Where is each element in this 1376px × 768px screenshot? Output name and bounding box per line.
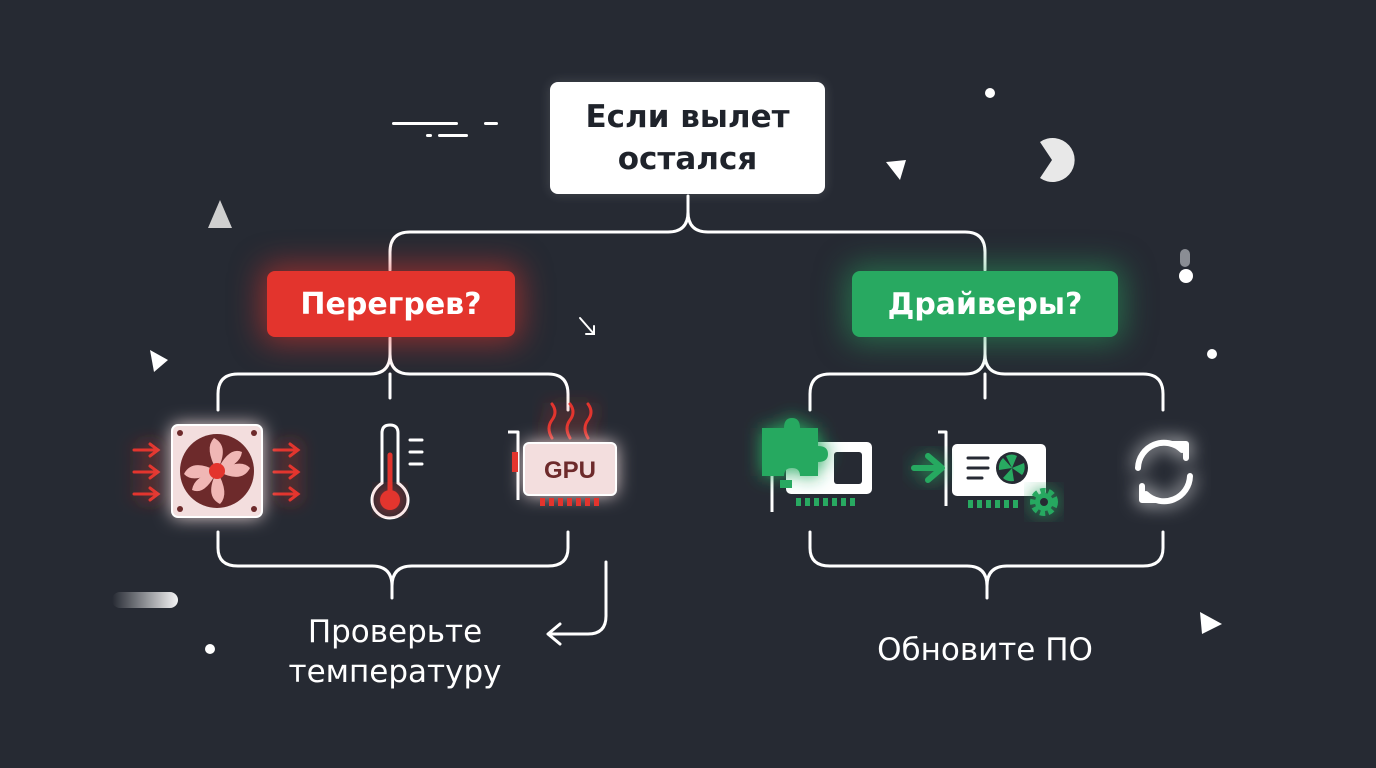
puzzle-card-icon bbox=[762, 418, 872, 512]
drivers-tag: Драйверы? bbox=[852, 271, 1118, 337]
gpu-card-icon: GPU bbox=[508, 402, 617, 506]
refresh-icon bbox=[1135, 439, 1193, 505]
connector-lines bbox=[216, 194, 1165, 600]
return-arrow bbox=[546, 560, 608, 646]
thermometer-icon bbox=[370, 423, 424, 520]
drivers-label: Драйверы? bbox=[887, 286, 1083, 322]
driver-install-icon bbox=[911, 430, 1058, 516]
cooling-fan-icon bbox=[132, 424, 301, 518]
gear-icon bbox=[1030, 488, 1058, 516]
root-question-label: Если вылет остался bbox=[585, 99, 790, 177]
overheat-label: Перегрев? bbox=[300, 286, 482, 322]
check-temperature-result: Проверьте температуру bbox=[288, 614, 502, 690]
overheat-tag: Перегрев? bbox=[267, 271, 515, 337]
update-software-result: Обновите ПО bbox=[877, 632, 1093, 668]
decorations bbox=[112, 88, 1222, 654]
root-question-box: Если вылет остался bbox=[550, 82, 825, 194]
gpu-label: GPU bbox=[544, 457, 596, 484]
